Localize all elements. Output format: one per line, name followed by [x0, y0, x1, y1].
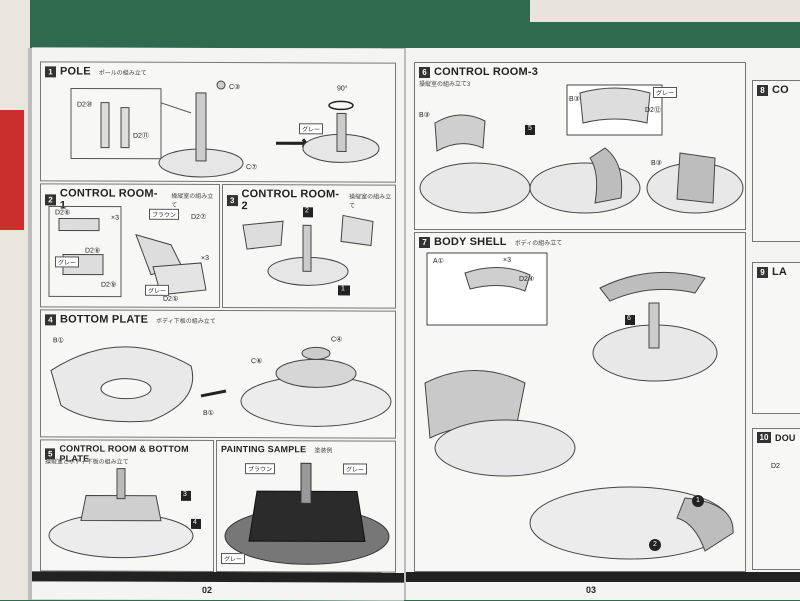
page-footer-bar [32, 571, 404, 583]
color-badge: ブラウン [149, 208, 180, 220]
step-7-body-shell: 7 BODY SHELL ボディの組み立て A① ×3 D2④ [414, 232, 746, 572]
part-label: C④ [331, 336, 343, 344]
step-9-partial: 9 LA [752, 262, 800, 414]
step-4-bottom-plate: 4 BOTTOM PLATE ボディ下板の組み立て B① B① C④ C⑥ [40, 309, 396, 439]
body-shell-diagram [424, 252, 734, 560]
callout-number: 1 [341, 285, 345, 293]
color-badge: グレー [55, 256, 80, 268]
page-number: 03 [586, 585, 597, 595]
step-1-pole: 1 POLE ポールの組み立て C③ D2⑩ D2⑪ C⑦ 90° [40, 61, 396, 183]
part-label: D2⑥ [55, 209, 71, 217]
part-label: D2⑪ [133, 132, 149, 140]
step-10-partial: 10 DOU D2 [752, 428, 800, 570]
color-badge: グレー [343, 463, 368, 475]
page-footer-bar [406, 572, 800, 582]
rotation-label: 90° [337, 85, 348, 93]
page-left: 1 POLE ポールの組み立て C③ D2⑩ D2⑪ C⑦ 90° [32, 47, 404, 601]
painting-sample: PAINTING SAMPLE 塗装例 ブラウン グレー グレー [216, 439, 396, 573]
control-room-1-diagram [48, 205, 207, 298]
step-8-partial: 8 CO [752, 80, 800, 242]
step-3-control-room-2: 3 CONTROL ROOM-2 操縦室の組み立て 2 1 [222, 184, 396, 309]
step-title: DOU [775, 432, 796, 443]
part-label: C⑦ [246, 164, 258, 172]
part-label: C⑥ [251, 358, 263, 366]
bottom-plate-diagram [50, 346, 392, 427]
color-badge: グレー [653, 87, 678, 98]
step-5-control-room-bottom-plate: 5 CONTROL ROOM & BOTTOM PLATE 操縦室とボディ下板の… [40, 439, 214, 572]
step-title: BODY SHELL [434, 236, 507, 248]
part-label: ×3 [111, 214, 119, 222]
instruction-booklet: 1 POLE ポールの組み立て C③ D2⑩ D2⑪ C⑦ 90° [28, 47, 800, 601]
part-label: D2⑩ [77, 101, 93, 109]
color-badge: ブラウン [245, 463, 276, 475]
page-right: 6 CONTROL ROOM-3 操縦室の組み立て3 5 B③ B③ B③ D2… [406, 48, 800, 600]
part-label: A① [433, 258, 444, 265]
part-label: ×3 [201, 254, 209, 262]
background-paper [0, 0, 30, 600]
callout-number: 3 [183, 490, 187, 498]
part-label: D2⑫ [645, 107, 661, 114]
part-label: ×3 [503, 257, 511, 264]
assembly-diagram [48, 468, 201, 559]
part-label: D2⑦ [191, 213, 207, 221]
step-title: CONTROL ROOM-3 [434, 66, 539, 78]
part-label: C③ [229, 84, 241, 92]
control-room-3-diagram [419, 84, 744, 214]
page-number: 02 [202, 584, 213, 595]
step-number: 7 [419, 236, 430, 248]
part-label: D2 [771, 463, 780, 470]
painted-model-image [224, 462, 390, 565]
step-subtitle: ボディの組み立て [514, 240, 563, 247]
part-label: D2⑧ [85, 247, 101, 255]
step-title: LA [772, 266, 788, 278]
step-number: 8 [757, 84, 768, 96]
part-label: B③ [419, 112, 430, 119]
part-label: B① [53, 337, 64, 345]
background-paper-top [530, 0, 800, 22]
callout-number: 2 [653, 541, 657, 548]
part-label: D2⑤ [163, 295, 179, 303]
part-label: D2⑨ [101, 281, 117, 289]
callout-number: 4 [193, 518, 197, 526]
part-label: B① [203, 409, 214, 417]
step-number: 6 [419, 66, 430, 78]
background-object [0, 110, 24, 230]
step-subtitle: 操縦室の組み立て3 [419, 82, 471, 88]
pole-diagram [70, 80, 380, 178]
step-2-control-room-1: 2 CONTROL ROOM-1 操縦室の組み立て D2⑥ ×3 ブラウン D2… [40, 183, 220, 309]
step-number: 10 [757, 432, 771, 443]
callout-number: 2 [305, 207, 309, 215]
callout-number: 1 [696, 497, 700, 504]
color-badge: グレー [299, 123, 324, 135]
step-number: 9 [757, 266, 768, 278]
step-title: CO [772, 84, 789, 96]
callout-number: 6 [627, 315, 631, 322]
part-label: B③ [569, 96, 580, 103]
part-label: D2④ [519, 276, 535, 283]
control-room-2-diagram [242, 207, 374, 296]
color-badge: グレー [221, 553, 246, 565]
part-label: B③ [651, 160, 662, 167]
callout-number: 5 [528, 125, 532, 132]
step-6-control-room-3: 6 CONTROL ROOM-3 操縦室の組み立て3 5 B③ B③ B③ D2… [414, 62, 746, 230]
